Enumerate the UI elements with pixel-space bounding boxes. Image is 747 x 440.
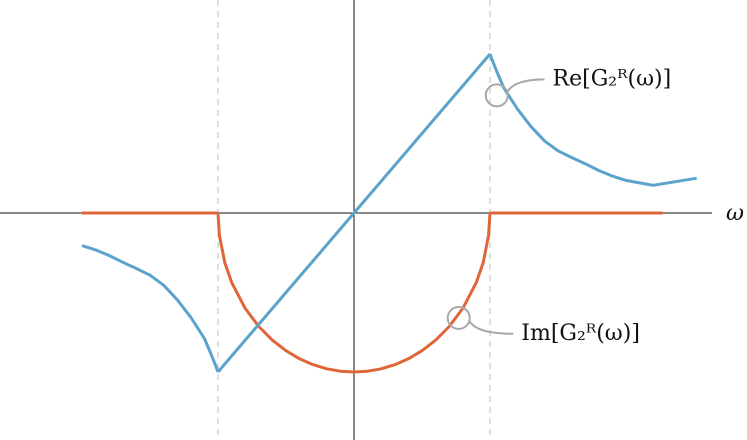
annotation-layer: Re[G₂ᴿ(ω)] Im[G₂ᴿ(ω)] — [446, 66, 672, 346]
annotation-label-im: Im[G₂ᴿ(ω)] — [521, 321, 640, 346]
x-axis-label: ω — [726, 201, 744, 226]
series-re-segment-3 — [488, 53, 697, 187]
series-re-segment-2 — [216, 53, 492, 373]
annotation-circle-im — [446, 305, 471, 330]
annotation-leader-im — [468, 320, 514, 335]
annotation-label-re: Re[G₂ᴿ(ω)] — [553, 66, 672, 91]
annotation-leader-re — [506, 78, 545, 93]
annotation-circle-re — [484, 83, 509, 108]
annotation-re: Re[G₂ᴿ(ω)] — [484, 66, 672, 108]
annotation-im: Im[G₂ᴿ(ω)] — [446, 305, 640, 346]
series-re-segment-1 — [81, 244, 220, 373]
